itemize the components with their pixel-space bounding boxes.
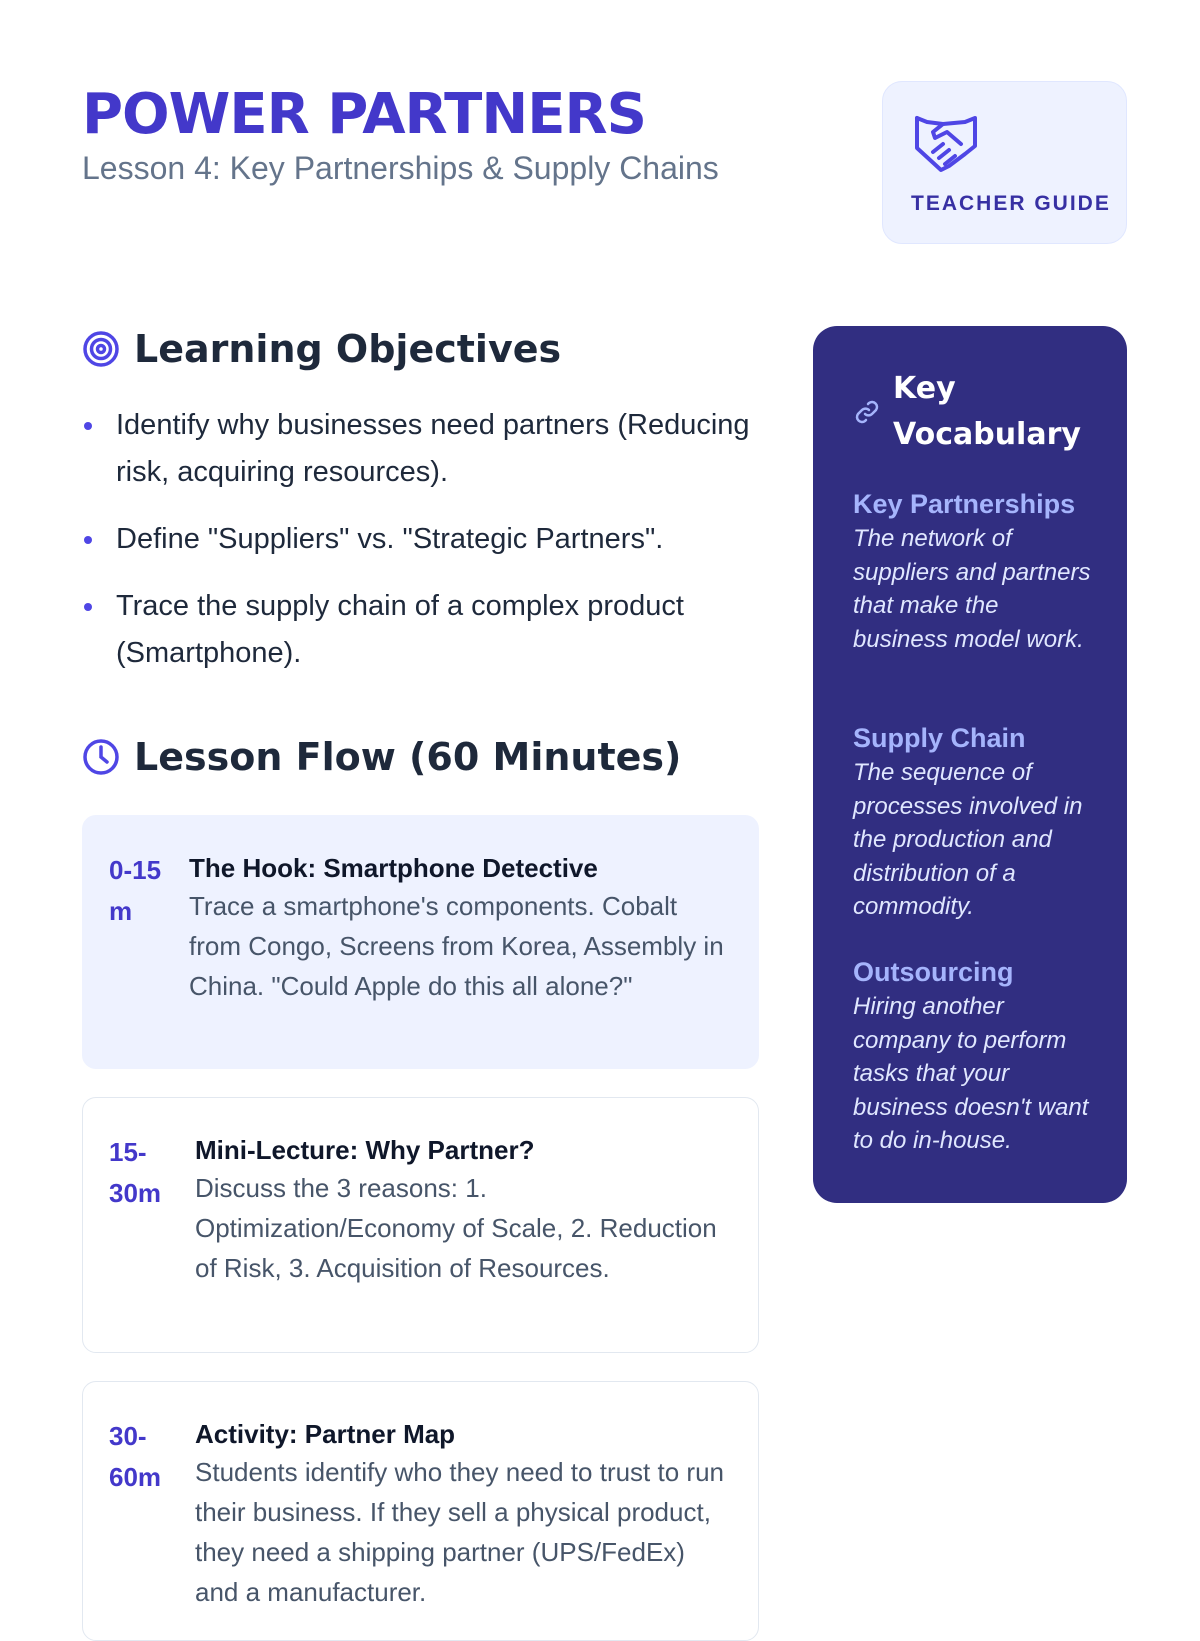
step-time: 30-60m bbox=[109, 1421, 162, 1492]
flow-step: 0-15m The Hook: Smartphone Detective Tra… bbox=[82, 815, 759, 1069]
flow-step: 30-60m Activity: Partner Map Students id… bbox=[82, 1381, 759, 1641]
step-description: Discuss the 3 reasons: 1. Optimization/E… bbox=[195, 1173, 717, 1283]
step-title: The Hook: Smartphone Detective bbox=[189, 853, 598, 883]
key-vocabulary-panel: Key Vocabulary Key Partnerships The netw… bbox=[813, 326, 1127, 1203]
target-icon bbox=[83, 331, 119, 367]
term-name: Outsourcing bbox=[853, 957, 1014, 987]
step-description: Students identify who they need to trust… bbox=[195, 1457, 724, 1607]
link-icon bbox=[855, 400, 879, 424]
lesson-flow-heading: Lesson Flow (60 Minutes) bbox=[82, 735, 681, 779]
page-subtitle: Lesson 4: Key Partnerships & Supply Chai… bbox=[82, 150, 719, 186]
flow-step: 15-30m Mini-Lecture: Why Partner? Discus… bbox=[82, 1097, 759, 1353]
objectives-heading-text: Learning Objectives bbox=[134, 327, 562, 371]
objectives-heading: Learning Objectives bbox=[82, 327, 561, 371]
vocab-term: Key Partnerships The network of supplier… bbox=[853, 486, 1093, 656]
term-definition: The sequence of processes involved in th… bbox=[853, 759, 1083, 920]
objective-item: Identify why businesses need partners (R… bbox=[82, 402, 762, 496]
vocab-term: Outsourcing Hiring another company to pe… bbox=[853, 954, 1093, 1158]
lesson-flow-heading-text: Lesson Flow (60 Minutes) bbox=[134, 735, 682, 779]
objective-item: Define "Suppliers" vs. "Strategic Partne… bbox=[82, 516, 762, 563]
term-name: Supply Chain bbox=[853, 723, 1026, 753]
teacher-guide-badge: TEACHER GUIDE bbox=[882, 81, 1127, 244]
step-description: Trace a smartphone's components. Cobalt … bbox=[189, 891, 724, 1001]
step-title: Mini-Lecture: Why Partner? bbox=[195, 1135, 535, 1165]
handshake-icon bbox=[915, 116, 977, 172]
step-time: 15-30m bbox=[109, 1137, 162, 1208]
badge-label: TEACHER GUIDE bbox=[911, 192, 1111, 215]
term-definition: The network of suppliers and partners th… bbox=[853, 525, 1091, 653]
step-title: Activity: Partner Map bbox=[195, 1419, 456, 1449]
page-title: POWER PARTNERS bbox=[82, 82, 647, 147]
clock-icon bbox=[83, 739, 119, 775]
objectives-list: Identify why businesses need partners (R… bbox=[82, 402, 762, 697]
step-time: 0-15m bbox=[109, 855, 162, 926]
term-definition: Hiring another company to perform tasks … bbox=[853, 993, 1089, 1154]
vocab-term: Supply Chain The sequence of processes i… bbox=[853, 720, 1093, 924]
term-name: Key Partnerships bbox=[853, 489, 1076, 519]
objective-item: Trace the supply chain of a complex prod… bbox=[82, 583, 762, 677]
vocab-heading: Key Vocabulary bbox=[893, 371, 1081, 452]
